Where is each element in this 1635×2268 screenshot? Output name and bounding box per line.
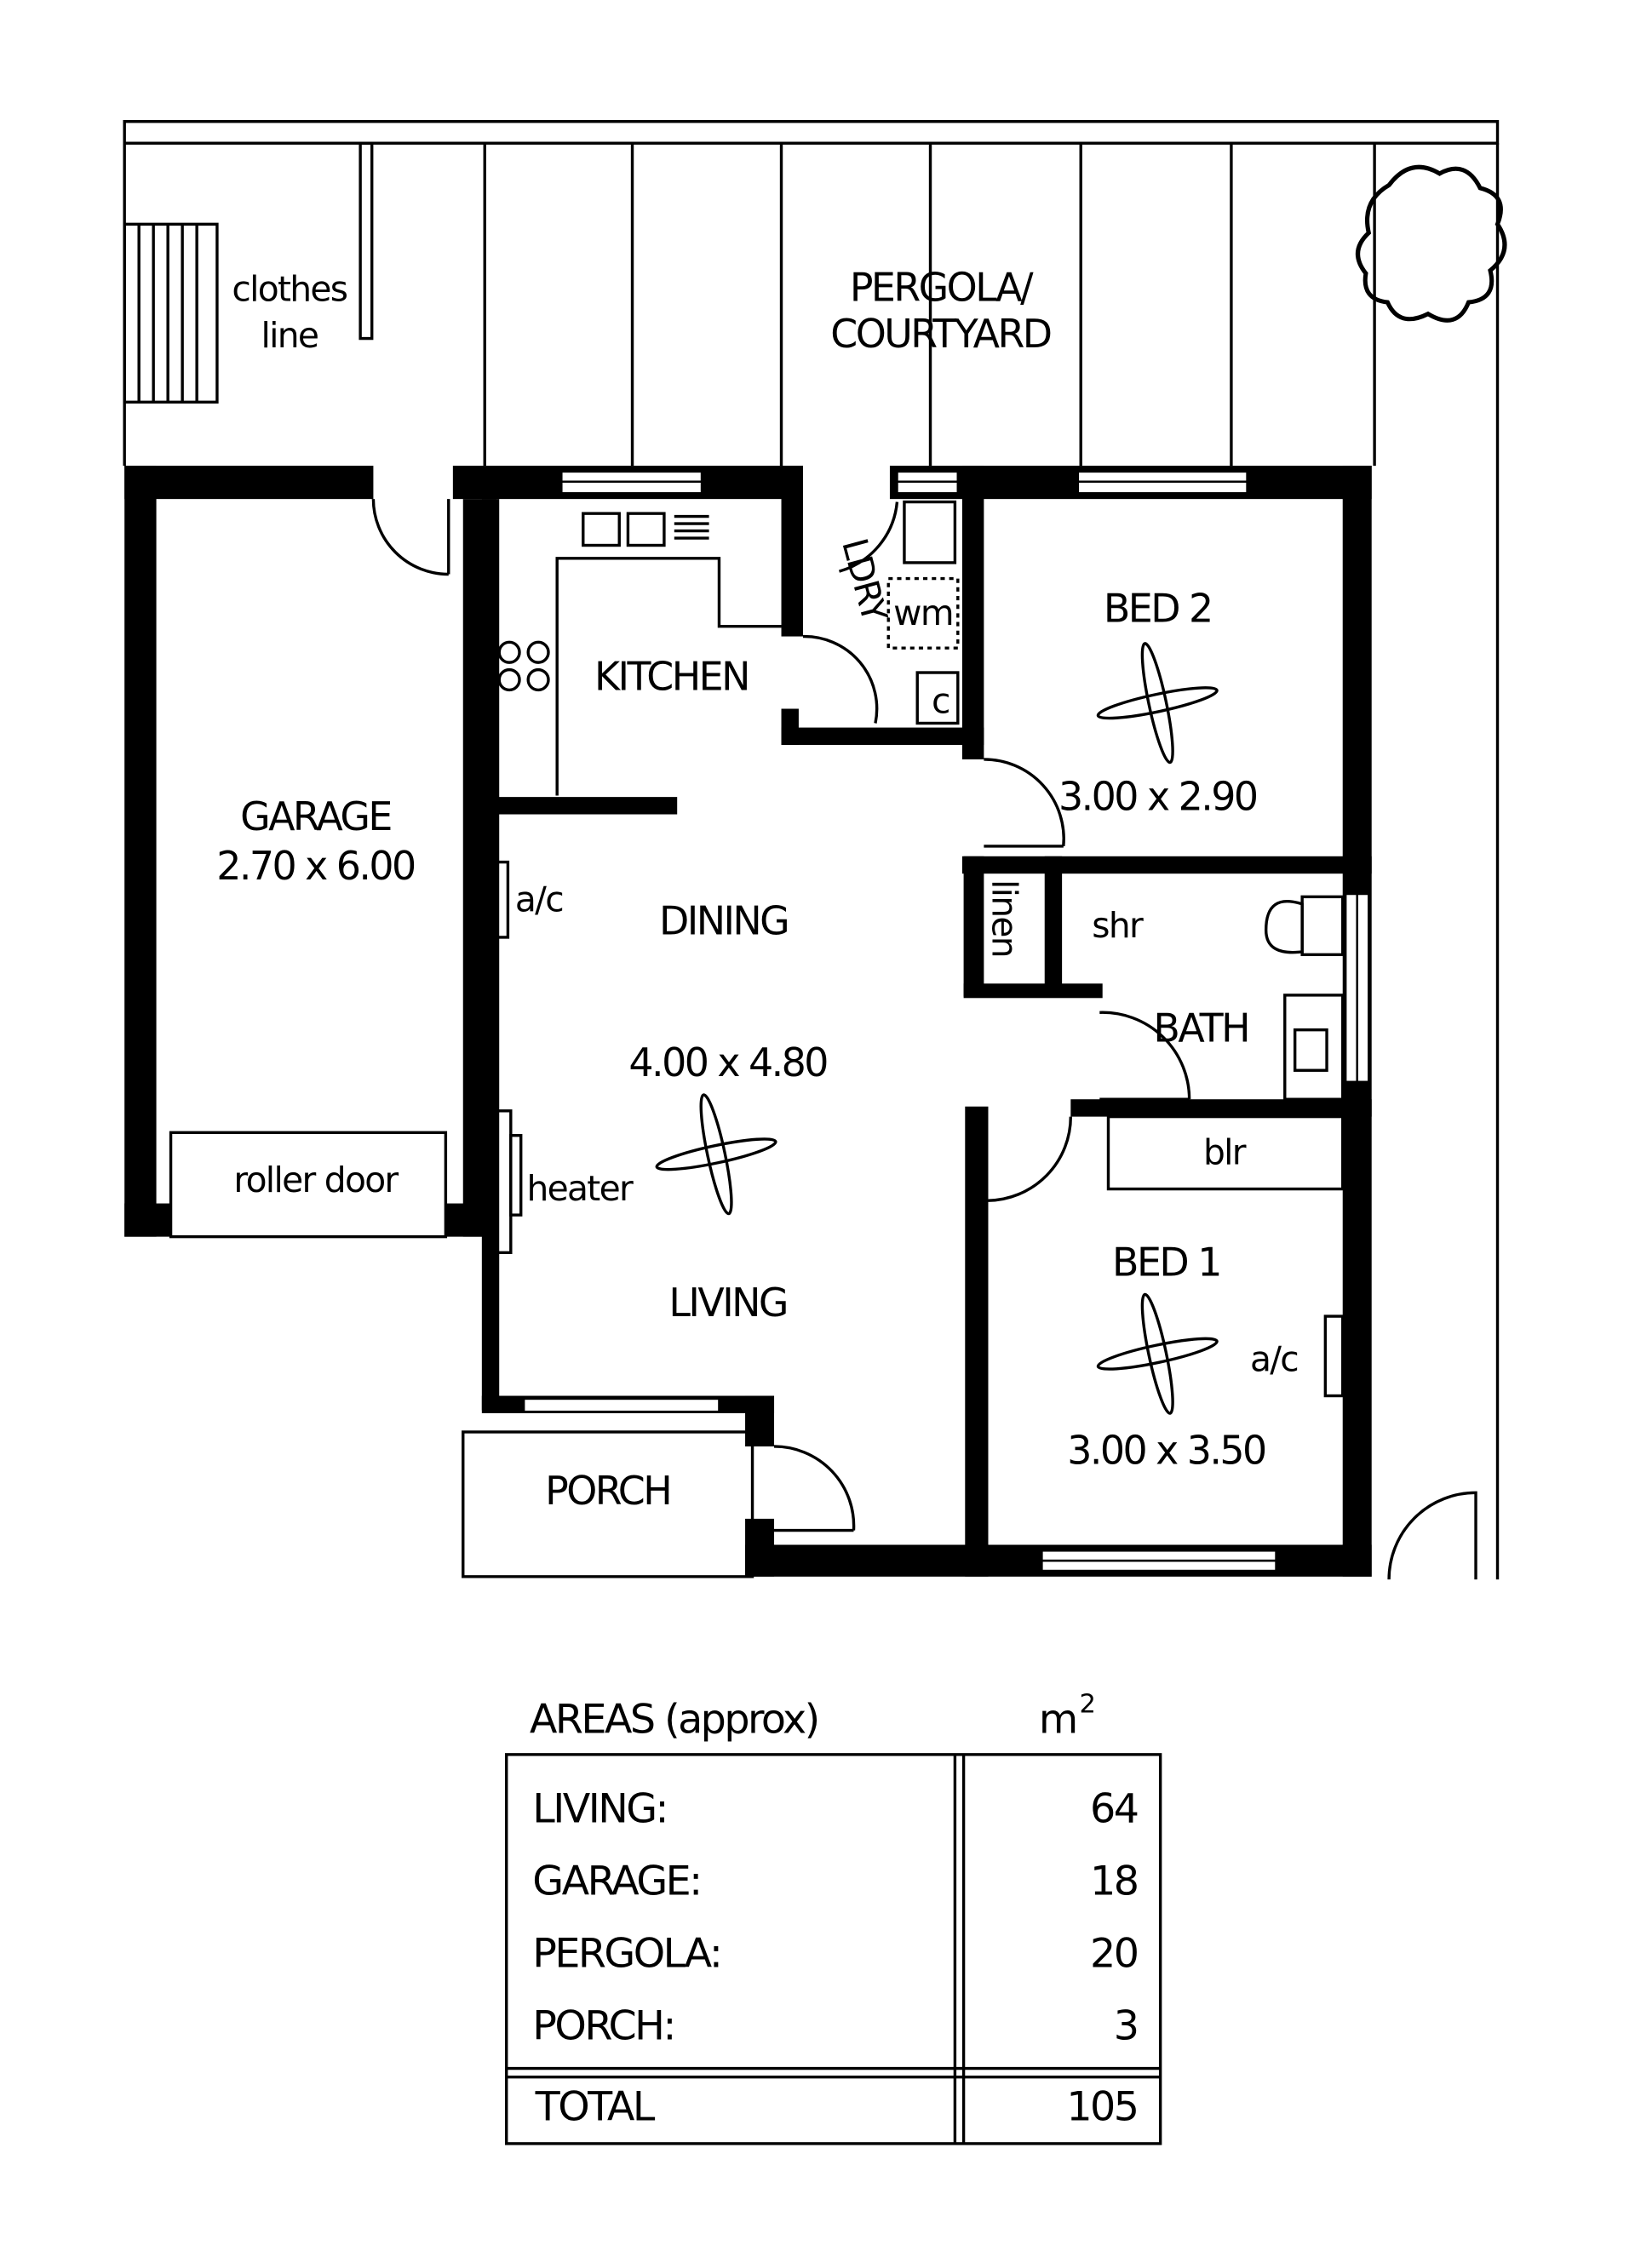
pergola-label: PERGOLA/ (850, 264, 1034, 310)
fence-top (123, 120, 1500, 145)
bed1-label: BED 1 (1112, 1240, 1220, 1286)
ceiling-fan-icons (655, 642, 1219, 1415)
bed2-label: BED 2 (1104, 586, 1212, 632)
windows (522, 470, 1370, 1572)
row-value: 20 (1090, 1931, 1138, 1978)
row-label: PORCH: (532, 2003, 674, 2050)
ac-label-bed1: a/c (1250, 1339, 1298, 1380)
living-dimensions: 4.00 x 4.80 (628, 1040, 827, 1085)
table-row: GARAGE: 18 (532, 1858, 1139, 1905)
row-value: 18 (1090, 1858, 1138, 1905)
roller-door (169, 1131, 448, 1239)
heater-label: heater (527, 1168, 634, 1209)
kitchen-label: KITCHEN (594, 653, 749, 699)
tree-icon (1356, 164, 1507, 323)
wm-label: wm (893, 593, 953, 633)
boiler-label: blr (1203, 1132, 1247, 1173)
kitchen-counter (555, 557, 782, 796)
washing-machine-icon (886, 576, 960, 650)
porch-outline (462, 1430, 754, 1578)
table-row: LIVING: 64 (532, 1786, 1139, 1833)
total-label: TOTAL (535, 2084, 656, 2131)
laundry-label: LDRY (834, 534, 895, 627)
bed2-dimensions: 3.00 x 2.90 (1058, 773, 1257, 819)
areas-title: AREAS (approx) (530, 1696, 818, 1743)
line-label: line (261, 315, 318, 356)
living-label: LIVING (668, 1280, 787, 1326)
cupboard-label: c (932, 681, 949, 722)
table-total-row: TOTAL 105 (535, 2084, 1139, 2131)
toilet-icon (1264, 899, 1304, 954)
table-row: PORCH: 3 (532, 2003, 1139, 2050)
shower-label: shr (1092, 905, 1144, 946)
pergola-beams (483, 143, 1233, 467)
ac-label-dining: a/c (515, 879, 563, 919)
trough-icon (903, 500, 957, 564)
bath-label: BATH (1153, 1005, 1248, 1051)
cooktop-icon (497, 640, 550, 692)
roller-door-label: roller door (233, 1160, 399, 1200)
linen-label: linen (984, 879, 1025, 957)
row-value: 64 (1090, 1786, 1138, 1833)
row-label: PERGOLA: (532, 1931, 720, 1978)
row-label: LIVING: (532, 1786, 667, 1833)
total-value: 105 (1066, 2084, 1137, 2131)
clothes-line-icon (123, 141, 374, 404)
areas-table: AREAS (approx) m 2 LIVING: 64 GARAGE: 18… (505, 1690, 1162, 2145)
porch-label: PORCH (545, 1468, 670, 1514)
garage-dimensions: 2.70 x 6.00 (216, 843, 415, 889)
areas-unit: m (1039, 1696, 1076, 1743)
row-value: 3 (1114, 2003, 1138, 2050)
clothes-label: clothes (232, 268, 347, 309)
table-row: PERGOLA: 20 (532, 1931, 1139, 1978)
courtyard-label: COURTYARD (830, 311, 1051, 357)
dining-label: DINING (659, 898, 788, 944)
garage-label: GARAGE (240, 793, 391, 839)
bed1-dimensions: 3.00 x 3.50 (1067, 1427, 1265, 1473)
row-label: GARAGE: (532, 1858, 700, 1905)
areas-unit-sup: 2 (1080, 1690, 1096, 1720)
